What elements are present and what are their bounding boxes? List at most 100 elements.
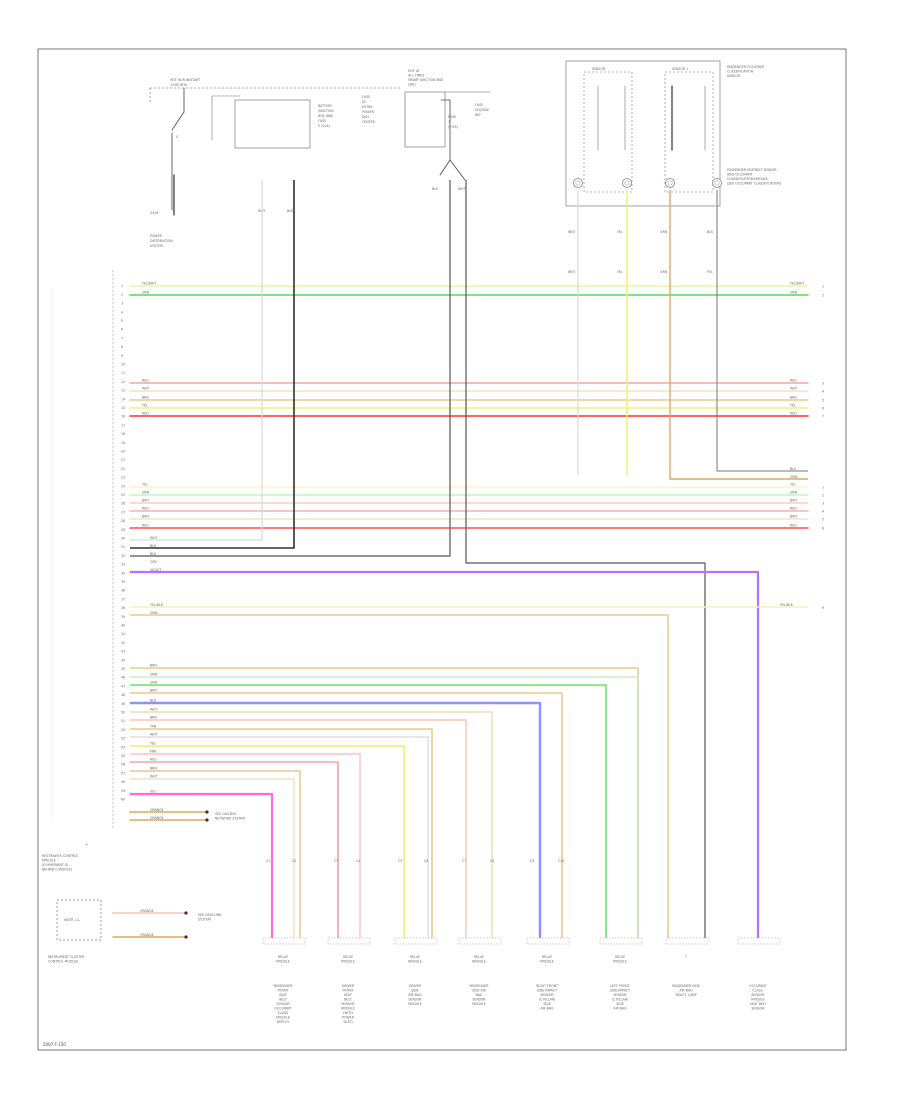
- component-caption: SENSOR: [613, 993, 627, 997]
- fan-wire-code: GRN: [150, 673, 158, 677]
- component-connector: [737, 937, 781, 945]
- bus-wire-code-right: RED: [790, 379, 797, 383]
- connector-code: C3: [334, 859, 338, 863]
- connector-pin-number: 12: [121, 380, 125, 384]
- vert-wire-center-2: [465, 180, 706, 940]
- connector-pin-number: 11: [121, 371, 125, 375]
- component-caption: AIR BAG: [540, 1007, 554, 1011]
- wire-code: ORANGE: [140, 909, 154, 913]
- wire-code: WHT: [150, 536, 158, 540]
- connector-pin-number: 45: [121, 667, 125, 671]
- component-caption: SENSOR: [472, 998, 486, 1002]
- bus-right-number: 4: [822, 390, 824, 394]
- connector-pin-number: 43: [121, 650, 125, 654]
- tr-right-header: SENSOR 1: [672, 67, 688, 71]
- connector-code: C1: [266, 859, 270, 863]
- connector-code: C2: [292, 859, 296, 863]
- tc-wire-label: BLK: [432, 187, 439, 191]
- connector-pin-number: 41: [121, 632, 125, 636]
- connector-pin-number: 21: [121, 458, 125, 462]
- diagram-frame: [37, 48, 847, 1051]
- connector-code: C7: [462, 859, 466, 863]
- tc-header: (SJB): [408, 83, 416, 87]
- component-caption: POWER: [342, 1016, 355, 1020]
- component-title: MODULE: [276, 960, 290, 964]
- fan-wire-code: PNK: [150, 750, 157, 754]
- bus-right-number: 3: [822, 382, 824, 386]
- connector-pin-number: 26: [121, 502, 125, 506]
- component-caption: FRONT: [278, 989, 289, 993]
- component-caption: SENSOR: [341, 1002, 355, 1006]
- component-caption: BELT: [344, 998, 352, 1002]
- connector-pin-number: 2: [121, 293, 123, 297]
- bus-wire-code-right: WHT: [790, 387, 798, 391]
- component-caption: PASSENGER: [273, 984, 293, 988]
- bus-wire-code-right: YEL/WHT: [790, 282, 804, 286]
- tr-wire-label-lower: YEL: [707, 270, 713, 274]
- wire-code: YEL/BLK: [780, 603, 794, 607]
- component-connector: [458, 937, 502, 945]
- tr-left-header: SENSOR: [592, 67, 606, 71]
- component-caption: SENSOR: [540, 993, 554, 997]
- component-caption: (C PILLAR): [612, 998, 629, 1002]
- bus-wire-code-left: RED: [142, 412, 149, 416]
- component-caption: SIDE: [616, 1002, 623, 1006]
- tl-header: HOT IN RUN/START: [170, 78, 200, 82]
- tl-side-text: ID: [362, 100, 366, 104]
- tr-wire-label-lower: YEL: [617, 270, 623, 274]
- tr-connector-ring: [622, 178, 632, 188]
- wire-code: GRN: [150, 611, 158, 615]
- connector-pin-number: 37: [121, 597, 125, 601]
- tl-wire-label: BLK: [287, 209, 294, 213]
- component-caption: SIDE IMPACT: [537, 989, 557, 993]
- vert-wire-center-1: [130, 180, 451, 557]
- bus-wire-code-left: GRN: [142, 491, 150, 495]
- tl-switch: [171, 111, 185, 131]
- grn-drop: [130, 614, 669, 940]
- component-caption: SEAT): [343, 1020, 352, 1024]
- ic-label: SYSTEM: [198, 918, 211, 922]
- connector-pin-number: 24: [121, 484, 125, 488]
- fan-wire-code: BRN: [150, 767, 157, 771]
- fan-wire-14: [130, 778, 295, 940]
- bus-wire-code-left: RED: [142, 507, 149, 511]
- tc-wire: [439, 159, 451, 176]
- component-caption: SENSOR: [408, 998, 422, 1002]
- tr-connector-ring: [665, 178, 675, 188]
- wire-code: ORANGE: [150, 808, 164, 812]
- fan-wire-15: [130, 792, 274, 940]
- connector-pin-number: 57: [121, 771, 125, 775]
- fan-wire-6: [130, 711, 493, 940]
- component-caption: LEFT FRONT: [610, 984, 629, 988]
- component-connector: [599, 937, 643, 945]
- bus-wire-code-left: BRN: [142, 515, 149, 519]
- bus-wire-code-left: YEL: [142, 404, 148, 408]
- bus-wire-code-right: RED: [790, 507, 797, 511]
- connector-pin-number: 39: [121, 615, 125, 619]
- tc-fuse-text: (7.5A): [448, 125, 458, 129]
- tr-connector-ring: [714, 180, 720, 186]
- tr-connector-ring: [667, 180, 673, 186]
- connector-pin-number: 47: [121, 684, 125, 688]
- connector-pin-number: 18: [121, 432, 125, 436]
- fan-wire-code: WHT: [150, 708, 158, 712]
- connector-pin-number: 53: [121, 737, 125, 741]
- connector-pin-number: 51: [121, 719, 125, 723]
- bus-right-number: 5: [822, 518, 824, 522]
- tr-title: SENSOR: [727, 74, 741, 78]
- bus-wire-code-right: YEL: [790, 483, 796, 487]
- component-caption: BAG: [476, 993, 483, 997]
- component-caption: DEPLOY: [277, 1020, 289, 1024]
- bus-wire-code-left: RED: [142, 379, 149, 383]
- component-caption: SIDE AIR: [472, 989, 487, 993]
- component-caption: PASSENGER SIDE: [672, 984, 700, 988]
- connector-pin-number: 8: [121, 345, 123, 349]
- connector-pin-number: 58: [121, 780, 125, 784]
- bus-wire-code-left: YEL: [142, 483, 148, 487]
- component-title: MODULE: [341, 960, 355, 964]
- component-caption: (WITH: [343, 1011, 353, 1015]
- connector-pin-number: 28: [121, 519, 125, 523]
- can-label: NETWORK SYSTEM: [215, 817, 245, 821]
- connector-pin-number: 17: [121, 423, 125, 427]
